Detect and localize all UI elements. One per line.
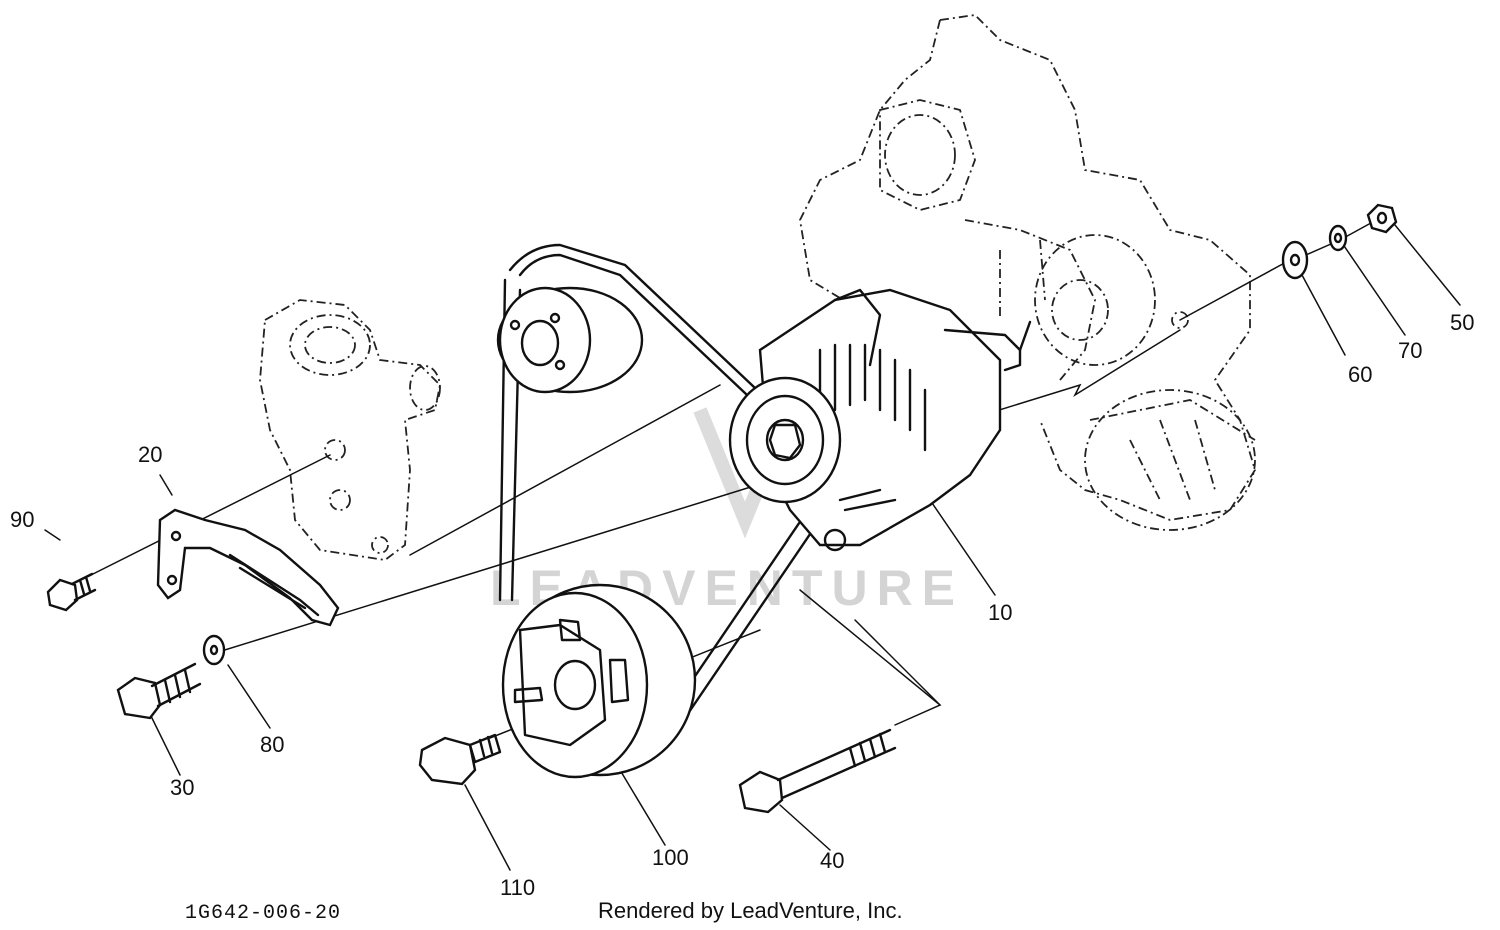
callout-80: 80 [260,732,284,757]
washer-60 [1281,240,1309,280]
bolt-40 [738,728,897,814]
bolt-90 [46,572,97,612]
nut-50 [1366,203,1398,234]
crankshaft-pulley [501,583,697,779]
washer-80 [202,634,226,666]
callout-110: 110 [500,875,535,900]
callout-70: 70 [1398,338,1422,363]
callout-labels: 10 20 30 40 50 60 70 80 90 100 110 [10,310,1474,900]
drawing-number: 1G642-006-20 [185,902,341,925]
callout-40: 40 [820,848,844,873]
render-credit: Rendered by LeadVenture, Inc. [598,898,903,923]
fan-pulley [496,286,644,394]
callout-30: 30 [170,775,194,800]
engine-block-outline [799,14,1291,531]
lock-washer-70 [1328,224,1348,252]
callout-10: 10 [988,600,1012,625]
bolt-110 [418,733,502,786]
bolt-30 [116,662,202,720]
callout-100: 100 [652,845,689,870]
callout-60: 60 [1348,362,1372,387]
adjusting-bracket [156,508,340,627]
alternator [728,288,1032,552]
callout-50: 50 [1450,310,1474,335]
callout-20: 20 [138,442,162,467]
callout-90: 90 [10,507,34,532]
water-pump-outline [259,299,441,561]
